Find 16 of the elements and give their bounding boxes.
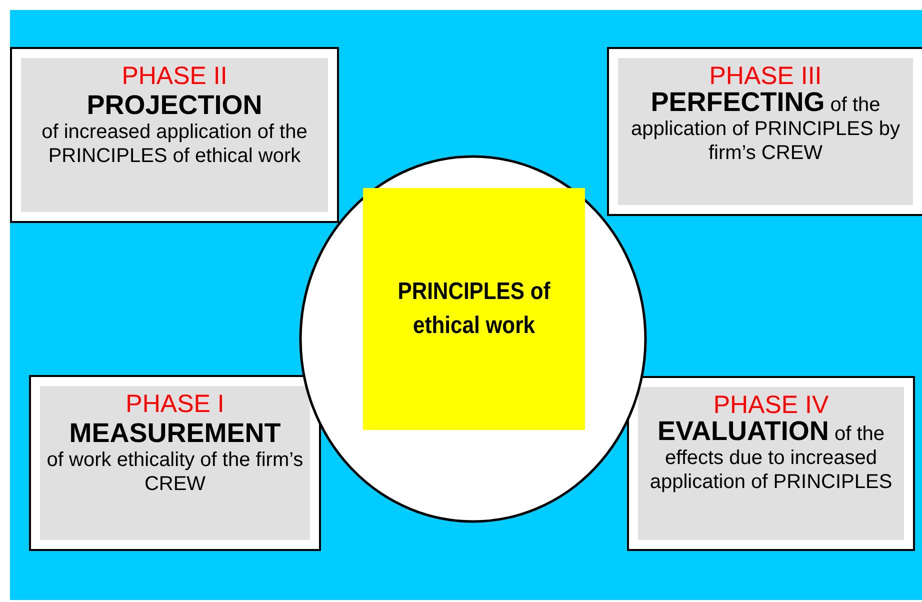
center-box — [363, 188, 585, 430]
description-text: EVALUATION of the effects due to increased application of PRINCIPLES — [648, 419, 894, 494]
description-text: PERFECTING of the application of PRINCIPLES by firm’s CREW — [630, 90, 902, 165]
phase-label: PHASE IV — [713, 391, 829, 419]
phase-name: MEASUREMENT — [69, 418, 281, 448]
center-text: PRINCIPLES of ethical work — [396, 277, 552, 341]
phase-box — [629, 378, 913, 549]
phase-box — [12, 49, 337, 221]
phase-label: PHASE II — [122, 62, 228, 90]
description-text: of increased application of the PRINCIPLES of ethical work — [40, 120, 308, 168]
phase-label: PHASE I — [126, 390, 224, 418]
phase-name: PROJECTION — [86, 90, 262, 120]
description-text: of work ethicality of the firm’s CREW — [46, 448, 304, 496]
phase-box — [609, 49, 922, 214]
phase-label: PHASE III — [709, 62, 822, 90]
phase-box — [31, 377, 319, 549]
